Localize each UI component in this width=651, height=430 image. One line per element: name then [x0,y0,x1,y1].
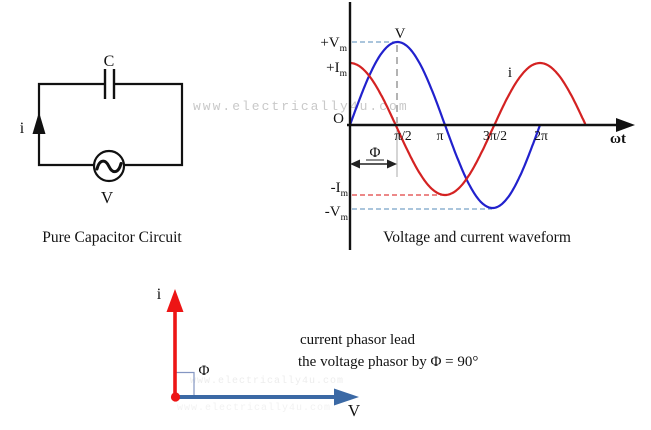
current-waveform [348,61,587,197]
phase-arrowhead-right-icon [387,159,397,169]
phasor-note-line1: current phasor lead [300,332,415,348]
phasor-voltage-label: V [348,401,361,420]
waveform-plot: Φ V i +Vm +Im O -Im -Vm π/2 π 3π/2 2π ωt… [320,2,635,250]
waveform-phase-label: Φ [370,145,381,161]
watermark-text-faint-2: www.electrically4u.com [177,403,332,414]
voltage-curve-label: V [395,26,406,42]
watermark-text: www.electrically4u.com [193,99,409,114]
watermark-text-faint: www.electrically4u.com [190,376,345,387]
label-plus-vm: +Vm [320,35,347,54]
phasor-origin-dot [170,392,181,402]
phasor-current-label: i [157,286,162,303]
label-plus-im: +Im [326,60,347,79]
current-curve-label: i [508,65,512,81]
ac-sine-glyph-icon [95,159,123,174]
circuit-diagram: C i V Pure Capacitor Circuit [20,53,184,246]
phasor-phase-label: Φ [199,363,210,379]
x-axis-label: ωt [610,131,626,147]
tick-2pi: 2π [534,128,548,143]
waveform-caption: Voltage and current waveform [383,229,571,246]
current-direction-arrow-icon [32,112,46,134]
circuit-caption: Pure Capacitor Circuit [42,229,182,246]
phasor-diagram: i V Φ current phasor lead the voltage ph… [157,286,479,420]
right-angle-marker [175,371,195,397]
phasor-note-line2: the voltage phasor by Φ = 90° [298,354,478,370]
tick-pi-over-2: π/2 [394,128,411,143]
circuit-voltage-label: V [101,188,114,207]
label-minus-im: -Im [331,180,349,199]
current-phasor-arrowhead-icon [166,289,184,312]
tick-pi: π [437,128,444,143]
voltage-phasor-arrowhead-icon [334,388,359,406]
label-minus-vm: -Vm [325,204,349,223]
circuit-current-label: i [20,120,25,137]
origin-label: O [333,111,344,127]
capacitor-label: C [104,53,115,70]
x-axis-arrowhead-icon [616,118,635,132]
phase-arrowhead-left-icon [350,159,360,169]
tick-3pi-over-2: 3π/2 [483,128,507,143]
